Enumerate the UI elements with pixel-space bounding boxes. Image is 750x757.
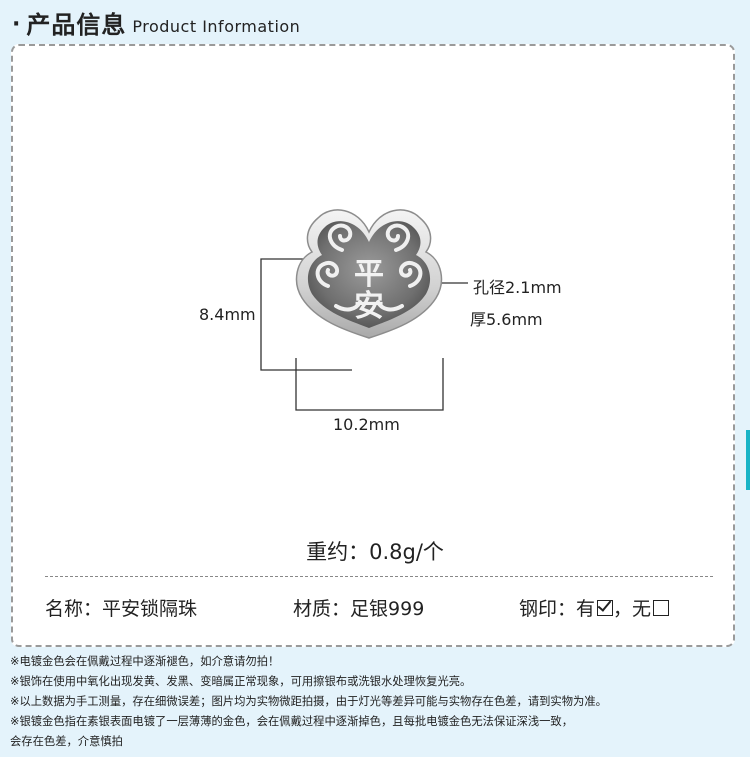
note-line: ※银镀金色指在素银表面电镀了一层薄薄的金色，会在佩戴过程中逐渐掉色，且每批电镀金…	[10, 715, 574, 728]
name-value: 平安锁隔珠	[102, 598, 198, 620]
weight-text: 重约：0.8g/个	[306, 540, 444, 564]
stamp-no-label: 无	[632, 598, 652, 620]
product-info-card	[11, 44, 735, 647]
stamp-separator: ，	[613, 598, 633, 620]
engraving-char-1: 平	[354, 257, 384, 292]
note-line: ※以上数据为手工测量，存在细微误差；图片均为实物微距拍摄，由于灯光等差异可能与实…	[10, 695, 607, 708]
width-dimension-label: 10.2mm	[333, 415, 400, 434]
material-field: 材质：足银999	[293, 594, 424, 621]
note-line: ※银饰在使用中氧化出现发黄、发黑、变暗属正常现象，可用擦银布或洗银水处理恢复光亮…	[10, 675, 472, 688]
stamp-label: 钢印：	[519, 598, 577, 620]
note-line: 会存在色差，介意慎拍	[10, 735, 123, 748]
hole-diameter-label: 孔径2.1mm	[473, 278, 562, 297]
product-image: 平 安	[295, 209, 443, 339]
engraving-char-2: 安	[354, 289, 384, 324]
material-value: 足银999	[350, 598, 425, 620]
header-title: 产品信息	[26, 11, 127, 39]
stamp-yes-label: 有	[576, 598, 596, 620]
material-label: 材质：	[293, 598, 351, 620]
header-bullet: ·	[12, 12, 21, 37]
dashed-divider	[45, 576, 713, 577]
note-line: ※电镀金色会在佩戴过程中逐渐褪色，如介意请勿拍！	[10, 655, 280, 668]
side-accent-bar	[746, 430, 750, 490]
name-field: 名称：平安锁隔珠	[45, 594, 197, 621]
header-subtitle: Product Information	[132, 17, 301, 36]
stamp-no-checkbox-icon	[653, 600, 670, 616]
height-dimension-label: 8.4mm	[199, 305, 256, 324]
stamp-field: 钢印：有 ，无	[519, 594, 670, 621]
section-header: · 产品信息 Product Information	[12, 4, 300, 40]
name-label: 名称：	[45, 598, 103, 620]
notes-section: ※电镀金色会在佩戴过程中逐渐褪色，如介意请勿拍！ ※银饰在使用中氧化出现发黄、发…	[10, 652, 745, 752]
stamp-yes-checkbox-icon	[597, 600, 614, 616]
thickness-label: 厚5.6mm	[470, 310, 543, 329]
